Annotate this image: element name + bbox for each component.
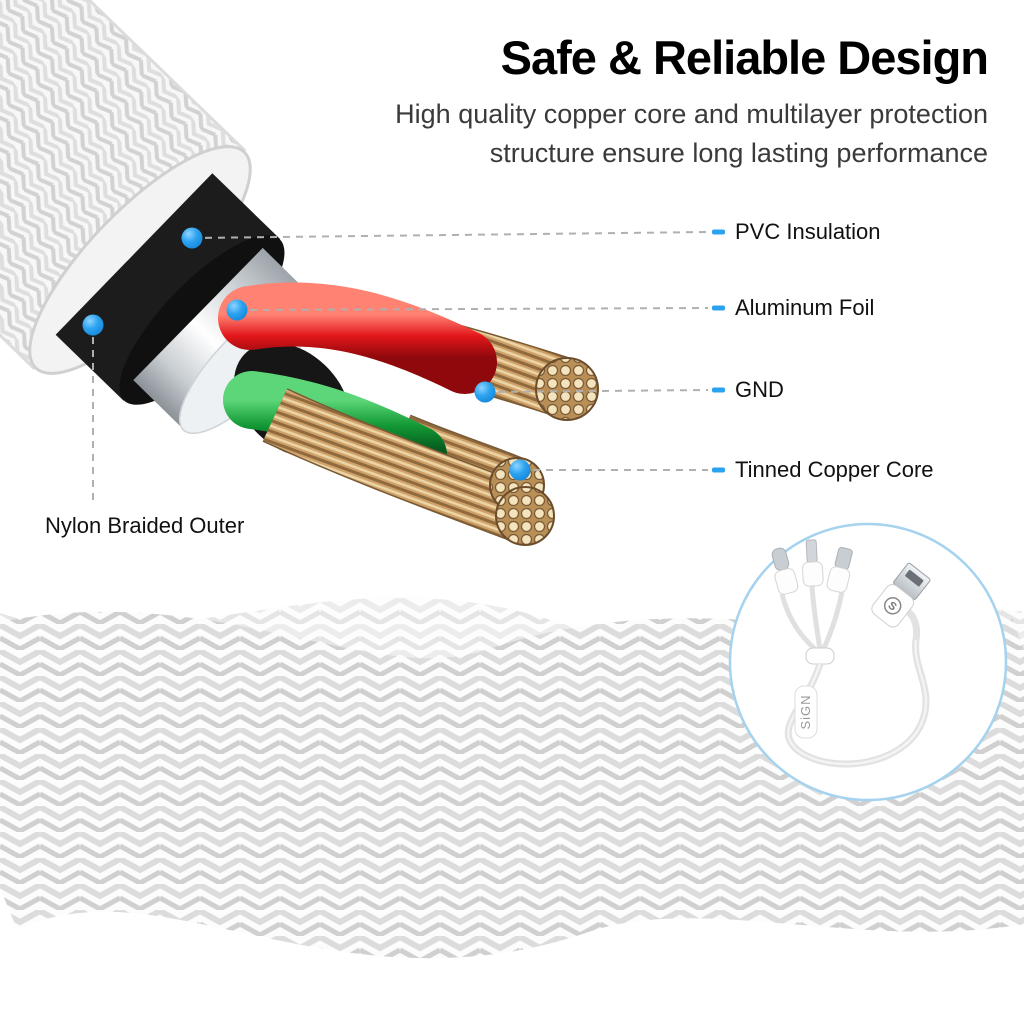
brand-tag-text: SiGN [798, 694, 813, 729]
page-subtitle: High quality copper core and multilayer … [395, 95, 988, 173]
callout-tick-foil [712, 305, 725, 311]
copper-bundle-3 [262, 388, 530, 541]
callout-label-tinned-copper-core: Tinned Copper Core [735, 457, 934, 482]
callout-label-gnd: GND [735, 377, 784, 402]
callout-dots [82, 227, 725, 481]
callout-dot-nylon [82, 314, 104, 336]
micro-usb-connector-icon [826, 546, 853, 593]
callout-label-nylon-braided-outer: Nylon Braided Outer [45, 513, 245, 538]
usb-c-connector-icon [771, 547, 799, 595]
usb-a-connector-icon: S [871, 562, 931, 628]
callout-label-aluminum-foil: Aluminum Foil [735, 295, 875, 320]
strand-face-3 [495, 486, 555, 546]
callout-dot-pvc [181, 227, 203, 249]
strand-face-1 [535, 357, 599, 421]
callout-label-pvc-insulation: PVC Insulation [735, 219, 881, 244]
callout-dot-gnd [474, 381, 496, 403]
callout-tick-pvc [712, 229, 725, 235]
callout-dot-foil [226, 299, 248, 321]
subtitle-line-1: High quality copper core and multilayer … [395, 99, 988, 129]
subtitle-line-2: structure ensure long lasting performanc… [489, 138, 988, 169]
callout-leaders [92, 231, 709, 505]
cable-cutaway [0, 0, 599, 546]
brand-logo-circle [883, 597, 902, 615]
page-title: Safe & Reliable Design [500, 31, 989, 84]
callout-tick-copper [712, 467, 725, 473]
callout-tick-gnd [712, 387, 725, 393]
callout-dot-copper [509, 459, 531, 481]
lightning-connector-icon [802, 539, 824, 587]
inset-cable-highlight [787, 639, 928, 766]
cable-splitter [805, 647, 835, 665]
red-wire [218, 282, 497, 394]
brand-tag: SiGN [794, 685, 818, 739]
product-inset: S SiGN [728, 522, 1008, 802]
